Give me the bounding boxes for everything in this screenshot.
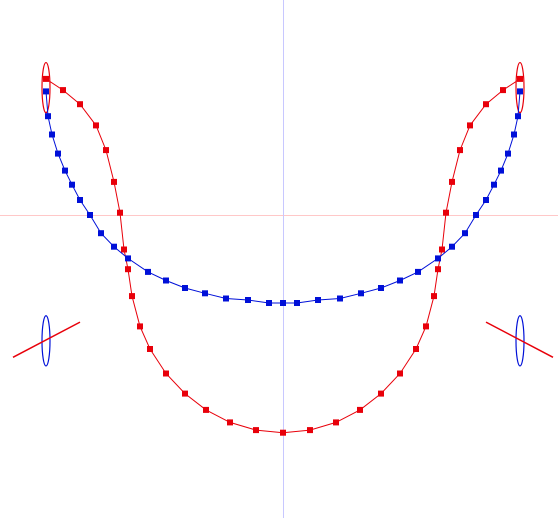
series-2-point-8: [87, 212, 93, 218]
series-1-point-34: [500, 87, 506, 94]
series-2-point-17: [245, 297, 251, 303]
series-2-point-15: [202, 290, 208, 297]
series-1-point-32: [467, 122, 473, 129]
series-1-point-30: [449, 178, 455, 185]
series-1-point-5: [103, 147, 109, 154]
series-1-point-2: [60, 87, 66, 94]
series-1-point-14: [182, 390, 188, 397]
series-2-point-34: [505, 150, 511, 157]
series-1: [43, 75, 523, 436]
series-group: [43, 75, 523, 436]
series-2-point-19: [280, 300, 286, 306]
series-1-point-17: [253, 427, 259, 434]
series-1-point-29: [443, 209, 449, 216]
series-2-point-24: [378, 285, 384, 291]
series-2-point-9: [98, 230, 104, 237]
series-2-point-7: [77, 197, 83, 203]
series-2-point-28: [449, 243, 455, 250]
series-1-point-28: [439, 246, 445, 253]
series-2-point-27: [435, 255, 441, 262]
series-2-point-22: [337, 295, 343, 302]
series-1-point-12: [147, 346, 153, 352]
series-2-point-10: [111, 243, 117, 250]
series-2-point-1: [43, 88, 49, 95]
series-2-point-37: [517, 88, 523, 95]
series-1-point-35: [517, 75, 523, 82]
series-2-point-21: [315, 297, 321, 303]
series-1-point-23: [397, 370, 403, 377]
series-2-point-26: [415, 268, 421, 275]
series-2-point-35: [511, 131, 517, 138]
series-2-point-3: [49, 131, 55, 138]
series-1-point-21: [357, 406, 363, 413]
series-1-point-1: [43, 75, 49, 82]
series-1-point-26: [431, 293, 437, 300]
series-2-point-13: [163, 277, 169, 284]
series-1-point-20: [333, 419, 339, 426]
ellipse-3: [41, 315, 51, 367]
series-2-point-31: [483, 197, 489, 203]
series-2-point-32: [491, 181, 497, 188]
segment-group: [12, 321, 554, 358]
series-2-point-20: [294, 300, 300, 306]
series-1-point-31: [457, 147, 463, 154]
series-2-point-30: [473, 212, 479, 218]
series-1-point-33: [483, 101, 489, 108]
series-2-point-5: [62, 167, 68, 174]
series-2-point-36: [515, 113, 521, 120]
series-1-point-6: [111, 178, 117, 185]
series-2-point-29: [462, 230, 468, 237]
series-1-point-11: [137, 323, 143, 330]
series-1-point-13: [163, 370, 169, 377]
series-1-point-19: [307, 427, 313, 434]
series-1-point-25: [423, 323, 429, 330]
series-1-point-8: [121, 246, 127, 253]
series-1-point-24: [413, 346, 419, 352]
series-2-point-33: [498, 167, 504, 174]
ellipse-1: [41, 61, 51, 114]
series-2: [43, 88, 523, 306]
segment-2: [485, 321, 554, 358]
series-2-point-4: [55, 150, 61, 157]
series-1-point-7: [117, 209, 123, 216]
segment-1: [12, 321, 81, 358]
series-1-point-16: [227, 419, 233, 426]
series-2-point-25: [397, 277, 403, 284]
series-1-point-10: [129, 293, 135, 300]
ellipse-group: [41, 61, 525, 367]
series-1-point-27: [435, 266, 441, 273]
series-1-point-4: [93, 122, 99, 129]
series-2-point-11: [125, 255, 131, 262]
series-1-point-3: [77, 101, 83, 108]
series-2-point-14: [182, 285, 188, 291]
series-2-point-12: [145, 268, 151, 275]
ellipse-4: [515, 315, 525, 367]
series-2-point-23: [358, 290, 364, 297]
series-2-point-16: [223, 295, 229, 302]
series-1-point-15: [203, 406, 209, 413]
series-2-point-18: [266, 300, 272, 306]
series-1-point-22: [378, 390, 384, 397]
series-2-point-6: [69, 181, 75, 188]
ellipse-2: [515, 61, 525, 114]
series-2-point-2: [45, 113, 51, 120]
series-1-point-9: [125, 266, 131, 273]
series-1-point-18: [280, 429, 286, 436]
